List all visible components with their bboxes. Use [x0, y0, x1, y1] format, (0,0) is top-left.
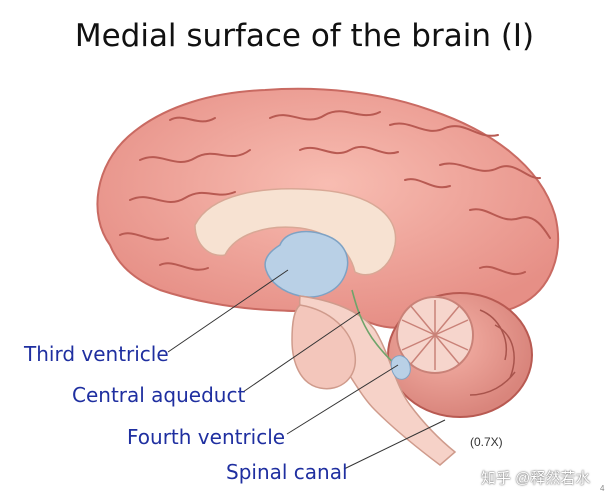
- label-central-aqueduct: Central aqueduct: [72, 383, 246, 407]
- scale-note: (0.7X): [470, 435, 503, 449]
- fourth-ventricle-region: [390, 355, 411, 380]
- cerebellum: [387, 292, 533, 418]
- label-spinal-canal: Spinal canal: [226, 460, 348, 484]
- third-ventricle-region: [264, 230, 349, 298]
- page-number: 4: [600, 484, 605, 493]
- leader-lines: [167, 269, 446, 470]
- label-third-ventricle: Third ventricle: [24, 342, 169, 366]
- label-fourth-ventricle: Fourth ventricle: [127, 425, 286, 449]
- page-title: Medial surface of the brain (I): [74, 18, 535, 54]
- sulci-lines: [119, 110, 551, 275]
- corpus-callosum: [194, 188, 397, 276]
- watermark: 知乎 @释然若水: [481, 470, 591, 487]
